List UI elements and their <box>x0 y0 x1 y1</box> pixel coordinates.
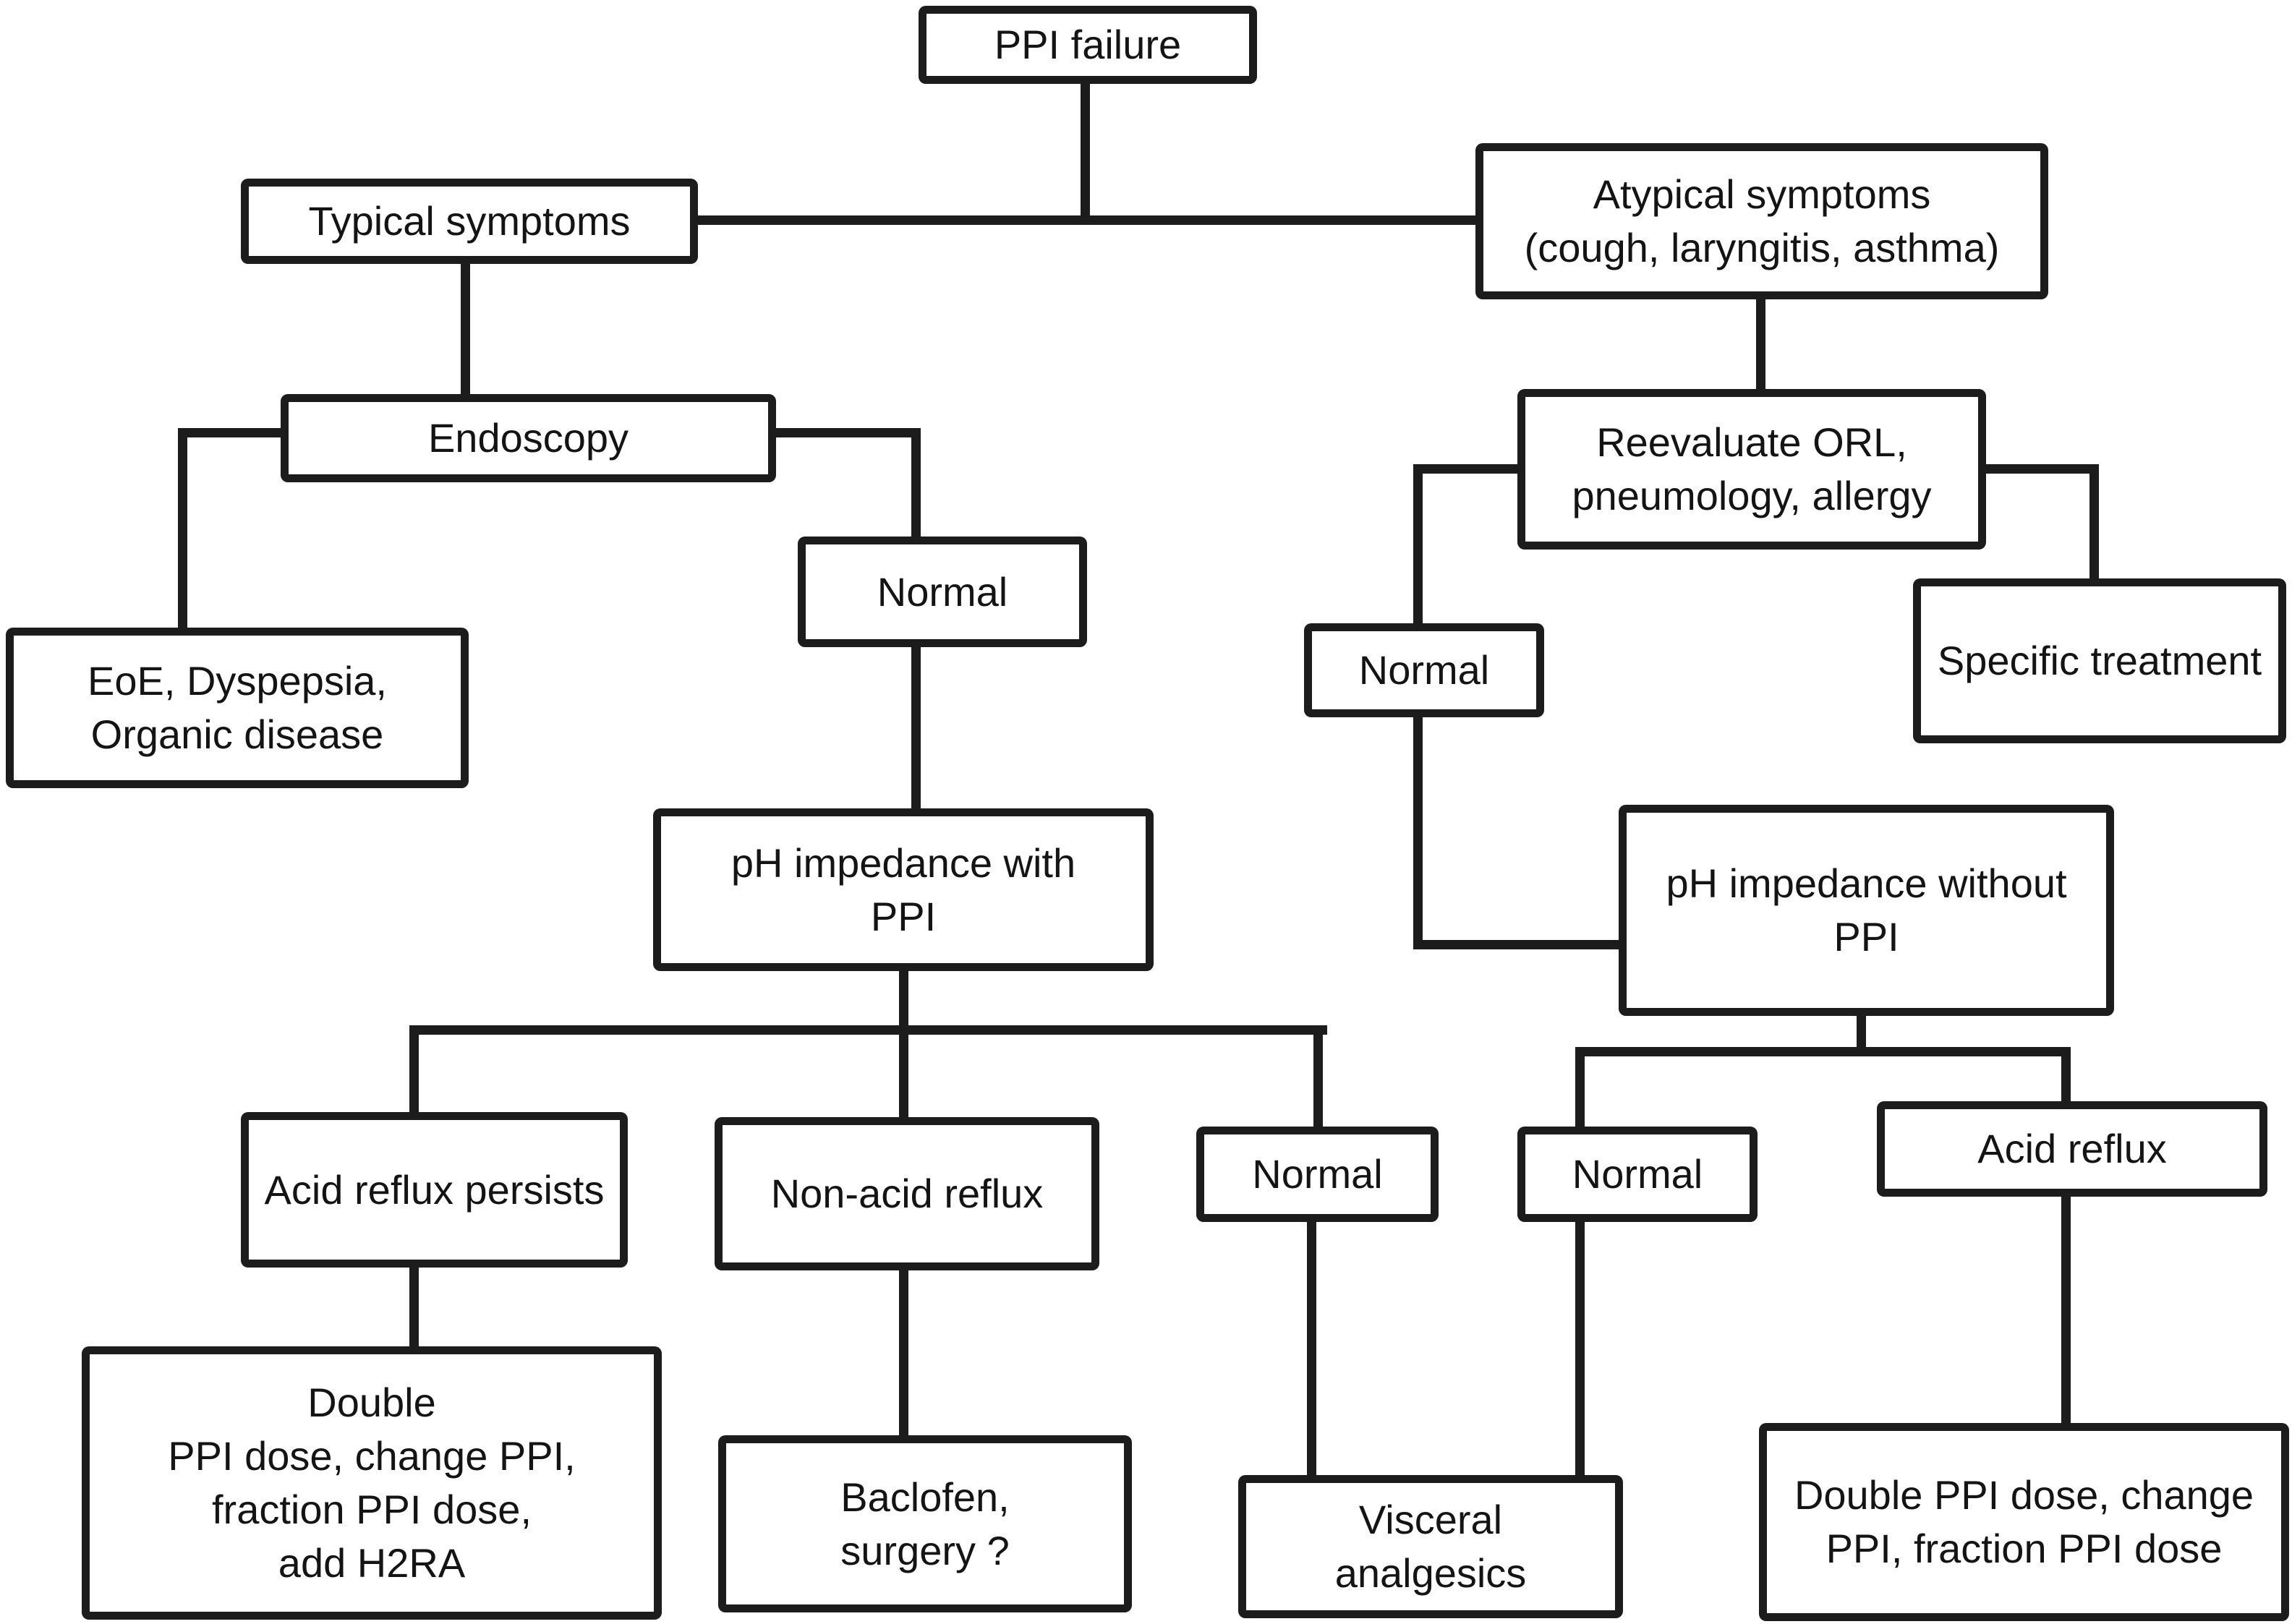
connector-reevaluate-right-h <box>1982 464 2099 474</box>
node-label: Acid reflux <box>1977 1126 2167 1172</box>
node-typical-symptoms: Typical symptoms <box>241 179 698 264</box>
node-specific-treatment: Specific treatment <box>1913 578 2286 743</box>
node-label: Normal <box>1572 1151 1703 1197</box>
node-baclofen-surgery: Baclofen, surgery ? <box>718 1435 1132 1612</box>
connector-normalright-visceral <box>1575 1218 1585 1479</box>
connector-endoscopy-normal <box>911 428 921 541</box>
node-label: Baclofen, surgery ? <box>840 1474 1010 1573</box>
node-label: Atypical symptoms (cough, laryngitis, as… <box>1524 171 2000 270</box>
connector-reevaluate-left-h <box>1413 464 1522 474</box>
node-ph-impedance-with-ppi: pH impedance with PPI <box>653 808 1154 971</box>
connector-phwithout-down <box>1857 1012 1866 1056</box>
connector-branch-acidpersists <box>409 1025 419 1116</box>
connector-endoscopy-left-h <box>178 428 285 437</box>
connector-branch-nonacid <box>899 1025 908 1121</box>
connector-phwith-down <box>899 967 908 1035</box>
connector-typical-atypical <box>694 215 1479 225</box>
node-label: Specific treatment <box>1937 638 2262 684</box>
connector-normalmid-visceral <box>1307 1218 1316 1479</box>
node-label: Typical symptoms <box>308 198 631 244</box>
node-double-ppi-h2ra: Double PPI dose, change PPI, fraction PP… <box>82 1346 662 1620</box>
node-label: Normal <box>1358 647 1490 693</box>
node-endoscopy: Endoscopy <box>281 394 776 482</box>
connector-atypical-reevaluate <box>1756 295 1765 393</box>
node-label: Non-acid reflux <box>770 1171 1044 1217</box>
connector-normalorl-phwithout <box>1413 940 1623 949</box>
node-ppi-failure: PPI failure <box>919 6 1257 84</box>
node-non-acid-reflux: Non-acid reflux <box>715 1117 1099 1270</box>
connector-branch-acidreflux <box>2061 1047 2071 1106</box>
node-label: Normal <box>877 568 1008 615</box>
connector-normal-phwith <box>911 644 921 813</box>
node-label: PPI failure <box>994 22 1182 68</box>
node-label: Visceral analgesics <box>1334 1497 1527 1596</box>
connector-reevaluate-specific <box>2089 464 2099 583</box>
node-label: pH impedance with PPI <box>730 839 1076 939</box>
connector-acidpersists-double <box>409 1264 419 1351</box>
node-label: Double PPI dose, change PPI, fraction PP… <box>168 1380 576 1586</box>
connector-endoscopy-eoe <box>178 428 187 632</box>
node-reevaluate-orl: Reevaluate ORL, pneumology, allergy <box>1517 389 1986 550</box>
connector-phwith-branch-h <box>409 1025 1327 1035</box>
node-normal-orl: Normal <box>1304 623 1544 717</box>
node-label: pH impedance without PPI <box>1666 860 2067 960</box>
node-label: Acid reflux persists <box>264 1166 605 1213</box>
node-normal-endoscopy: Normal <box>798 537 1087 647</box>
connector-typical-endoscopy <box>461 260 470 398</box>
node-label: Endoscopy <box>427 415 629 461</box>
connector-nonacid-baclofen <box>899 1267 908 1440</box>
connector-ppifailure-down <box>1081 82 1090 225</box>
node-label: EoE, Dyspepsia, Organic disease <box>88 658 387 757</box>
node-label: Double PPI dose, change PPI, fraction PP… <box>1794 1472 2254 1571</box>
connector-endoscopy-right-h <box>772 428 921 437</box>
node-acid-reflux-persists: Acid reflux persists <box>241 1112 628 1268</box>
connector-normalorl-down <box>1413 713 1423 949</box>
connector-branch-normalright <box>1575 1047 1585 1131</box>
connector-phwithout-branch-h <box>1575 1047 2071 1056</box>
node-label: Reevaluate ORL, pneumology, allergy <box>1572 419 1932 518</box>
node-eoe-dyspepsia: EoE, Dyspepsia, Organic disease <box>6 628 469 788</box>
connector-branch-normalmid <box>1313 1025 1323 1131</box>
connector-reevaluate-normal <box>1413 464 1423 628</box>
node-acid-reflux: Acid reflux <box>1877 1101 2267 1197</box>
node-double-ppi-fraction: Double PPI dose, change PPI, fraction PP… <box>1759 1423 2289 1621</box>
node-atypical-symptoms: Atypical symptoms (cough, laryngitis, as… <box>1475 143 2048 299</box>
node-visceral-analgesics: Visceral analgesics <box>1238 1475 1623 1618</box>
node-normal-without-ppi: Normal <box>1517 1127 1758 1222</box>
node-normal-with-ppi: Normal <box>1196 1127 1439 1222</box>
connector-acidreflux-double <box>2061 1193 2071 1427</box>
node-label: Normal <box>1252 1151 1383 1197</box>
node-ph-impedance-without-ppi: pH impedance without PPI <box>1619 805 2114 1016</box>
